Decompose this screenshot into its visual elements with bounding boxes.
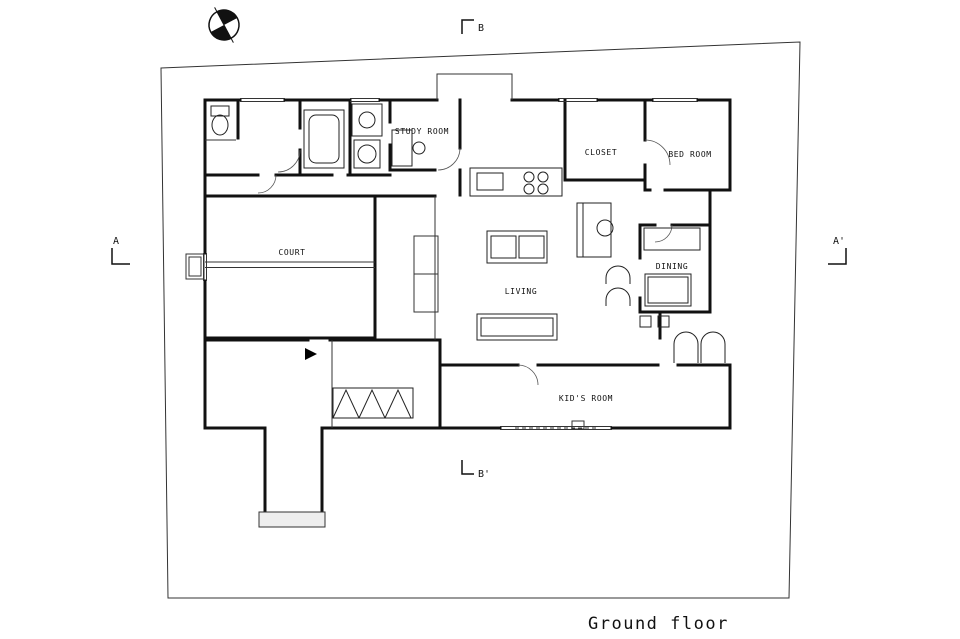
dining-cabinet xyxy=(643,227,701,251)
entry-porch xyxy=(258,511,326,528)
section-label-b-prime: B' xyxy=(478,469,490,480)
washbasin xyxy=(358,111,376,129)
study-desk xyxy=(391,129,413,167)
section-marker-b xyxy=(461,19,474,34)
dining-table xyxy=(644,273,692,307)
room-label-kids: KID'S ROOM xyxy=(559,394,613,403)
furniture xyxy=(210,103,726,419)
piano xyxy=(576,202,612,258)
stove-burner xyxy=(537,183,549,195)
room-label-dining: DINING xyxy=(656,262,689,271)
coffee-table xyxy=(476,313,558,341)
toilet-tank xyxy=(210,105,230,117)
kids-room-window-tick xyxy=(571,420,585,430)
section-marker-b-prime xyxy=(461,460,474,475)
bathtub-inner xyxy=(308,114,340,164)
kitchen-sink xyxy=(476,172,504,191)
stove-burner xyxy=(523,171,535,183)
stool xyxy=(657,315,670,328)
piano-stool xyxy=(596,219,614,237)
room-label-court: COURT xyxy=(278,248,305,257)
wardrobe xyxy=(332,387,414,419)
toilet-bowl xyxy=(211,114,229,136)
washer-drum xyxy=(357,144,377,164)
room-label-living: LIVING xyxy=(505,287,538,296)
folding-doors xyxy=(332,388,412,419)
dining-chair xyxy=(605,265,631,284)
bathtub xyxy=(303,109,345,169)
stool xyxy=(639,315,652,328)
washer xyxy=(353,139,381,169)
sofa-cushion xyxy=(490,235,517,259)
dining-chair xyxy=(605,287,631,306)
dining-table-inner xyxy=(647,276,689,304)
kitchen-counter xyxy=(469,167,563,197)
section-label-b: B xyxy=(478,23,484,34)
washbasin-counter xyxy=(351,103,383,137)
court-deck-lines xyxy=(205,261,375,268)
site-boundary xyxy=(160,41,801,599)
entrance-arrow-icon xyxy=(305,348,317,360)
door-arcs xyxy=(257,139,673,386)
section-label-a-prime: A' xyxy=(833,236,845,247)
armchair xyxy=(673,331,699,363)
section-marker-a-prime xyxy=(828,248,847,265)
sofa-cushion xyxy=(518,235,545,259)
entry-canopy xyxy=(436,73,513,100)
drawing-title: Ground floor xyxy=(588,614,729,634)
room-label-closet: CLOSET xyxy=(585,148,618,157)
stove-burner xyxy=(523,183,535,195)
room-label-study: STUDY ROOM xyxy=(395,127,449,136)
bay-niche xyxy=(185,253,205,280)
coffee-table-inner xyxy=(480,317,554,337)
stove-burner xyxy=(537,171,549,183)
north-compass-icon xyxy=(208,7,240,43)
sofa xyxy=(486,230,548,264)
walls-thick xyxy=(203,98,732,516)
section-label-a: A xyxy=(113,236,119,247)
room-label-bedroom: BED ROOM xyxy=(668,150,711,159)
armchair xyxy=(700,331,726,363)
study-chair xyxy=(412,141,426,155)
walls-thin-windows xyxy=(185,73,698,528)
section-marker-a xyxy=(111,248,130,265)
